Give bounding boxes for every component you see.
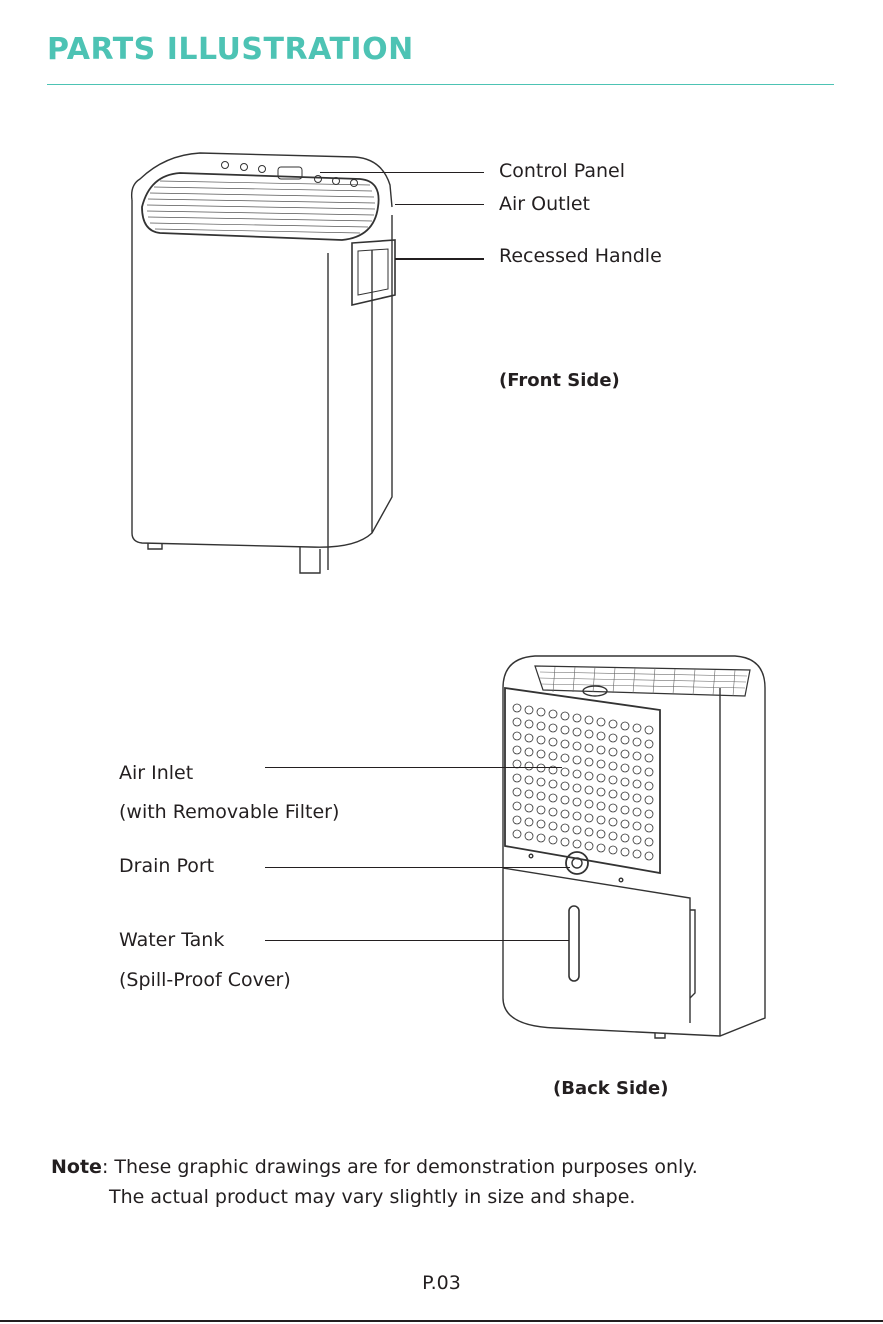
recessed-handle-leader [395, 258, 484, 260]
note-prefix: Note [51, 1156, 102, 1178]
control-panel-label: Control Panel [499, 160, 625, 182]
front-dehumidifier-illustration [120, 145, 410, 585]
page-title: PARTS ILLUSTRATION [47, 32, 414, 67]
drain-port-label: Drain Port [119, 855, 214, 877]
air-outlet-label: Air Outlet [499, 193, 590, 215]
air-inlet-label: Air Inlet [119, 762, 193, 784]
recessed-handle-label: Recessed Handle [499, 245, 662, 267]
back-dehumidifier-illustration [495, 648, 775, 1043]
demonstration-note: Note: These graphic drawings are for dem… [51, 1152, 698, 1212]
bottom-divider [0, 1320, 883, 1322]
drain-port-leader [265, 867, 570, 868]
spill-proof-cover-label: (Spill-Proof Cover) [119, 969, 291, 991]
back-side-label: (Back Side) [553, 1078, 668, 1099]
note-line-2: The actual product may vary slightly in … [51, 1182, 698, 1212]
water-tank-leader [265, 940, 569, 941]
removable-filter-label: (with Removable Filter) [119, 801, 339, 823]
air-inlet-leader [265, 767, 562, 768]
title-divider [47, 84, 834, 85]
note-line-1: : These graphic drawings are for demonst… [102, 1156, 698, 1178]
front-side-label: (Front Side) [499, 370, 620, 391]
page-number: P.03 [0, 1272, 883, 1294]
air-outlet-leader [395, 204, 484, 205]
water-tank-label: Water Tank [119, 929, 224, 951]
control-panel-leader [320, 172, 484, 173]
